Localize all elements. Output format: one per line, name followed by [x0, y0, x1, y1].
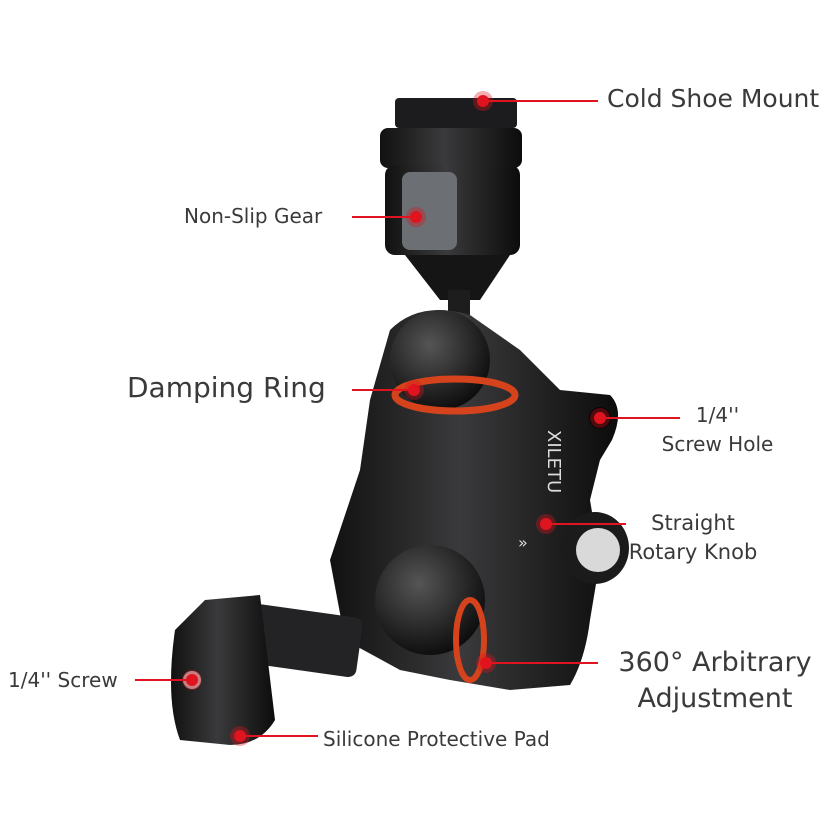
screw-hole-label-line2: Screw Hole [661, 432, 774, 456]
adjust-label-line2: Adjustment [637, 683, 793, 714]
damping-ring-label: Damping Ring [127, 371, 326, 404]
adjust-label-line1: 360° Arbitrary [618, 647, 812, 678]
cold-shoe-callout-line [483, 100, 598, 102]
rotary-knob-label: Straight Rotary Knob [628, 509, 758, 567]
adjustment-label: 360° Arbitrary Adjustment [600, 645, 830, 717]
bottom-screw-mount [171, 595, 363, 745]
non-slip-gear-label: Non-Slip Gear [184, 204, 323, 228]
screw-hole-label-line1: 1/4'' [695, 403, 740, 427]
arm-body: XILETU » [330, 310, 629, 690]
non-slip-callout-dot [410, 211, 422, 223]
screw-hole-callout-line [600, 417, 680, 419]
cold-shoe-head [380, 98, 522, 330]
screw-callout-line [135, 679, 192, 681]
screw-label: 1/4'' Screw [8, 668, 118, 692]
pad-callout-line [240, 735, 318, 737]
brand-logo: XILETU [543, 430, 564, 493]
svg-text:»: » [518, 533, 528, 552]
knob-callout-line [546, 523, 626, 525]
non-slip-callout-line [352, 216, 416, 218]
cold-shoe-mount-label: Cold Shoe Mount [607, 84, 820, 113]
damping-callout-line [352, 389, 414, 391]
screw-callout-dot [186, 674, 198, 686]
knob-label-line2: Rotary Knob [628, 540, 758, 564]
damping-callout-dot [408, 384, 420, 396]
adjust-callout-line [486, 662, 598, 664]
silicone-pad-label: Silicone Protective Pad [323, 727, 550, 751]
knob-label-line1: Straight [651, 511, 735, 535]
screw-hole-label: 1/4'' Screw Hole [650, 401, 785, 459]
